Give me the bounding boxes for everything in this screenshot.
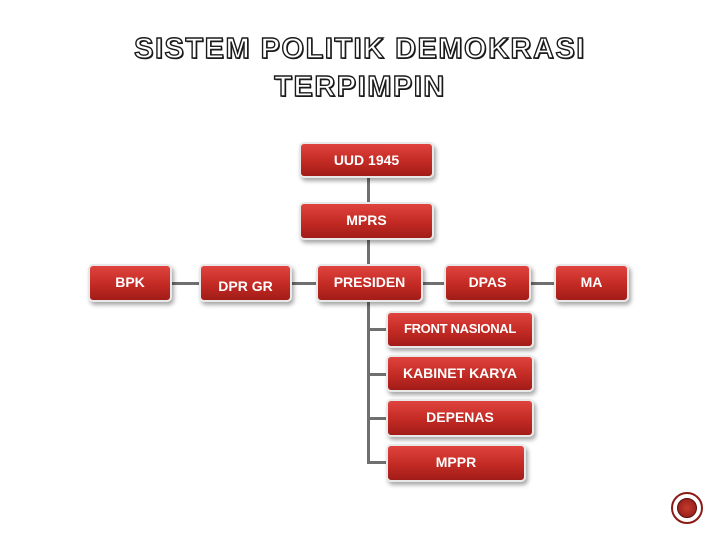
circle-button-inner <box>677 498 697 518</box>
connector-uud-mprs <box>367 176 370 203</box>
connector-mppr <box>367 461 388 464</box>
circle-button-icon[interactable] <box>671 492 703 524</box>
node-presiden: PRESIDEN <box>316 264 423 302</box>
node-mppr: MPPR <box>386 444 526 482</box>
node-front-nasional: FRONT NASIONAL <box>386 311 534 348</box>
title-line-1: SISTEM POLITIK DEMOKRASI <box>133 32 586 65</box>
node-mprs: MPRS <box>299 202 434 240</box>
node-dpr-gr: DPR GR <box>199 264 292 302</box>
connector-bpk-dprgr <box>170 282 201 285</box>
node-depenas: DEPENAS <box>386 399 534 437</box>
node-ma: MA <box>554 264 629 302</box>
node-uud-1945: UUD 1945 <box>299 142 434 178</box>
connector-kabinet-karya <box>367 373 388 376</box>
node-bpk: BPK <box>88 264 172 302</box>
node-kabinet-karya: KABINET KARYA <box>386 355 534 392</box>
connector-dpas-ma <box>529 282 556 285</box>
connector-front-nasional <box>367 328 388 331</box>
connector-presiden-dpas <box>421 282 446 285</box>
title-line-2: TERPIMPIN <box>274 70 446 103</box>
connector-mprs-presiden <box>367 238 370 264</box>
diagram-title: SISTEM POLITIK DEMOKRASI TERPIMPIN <box>0 30 720 106</box>
connector-presiden-trunk <box>367 300 370 463</box>
node-dpas: DPAS <box>444 264 531 302</box>
connector-depenas <box>367 417 388 420</box>
connector-dprgr-presiden <box>290 282 318 285</box>
